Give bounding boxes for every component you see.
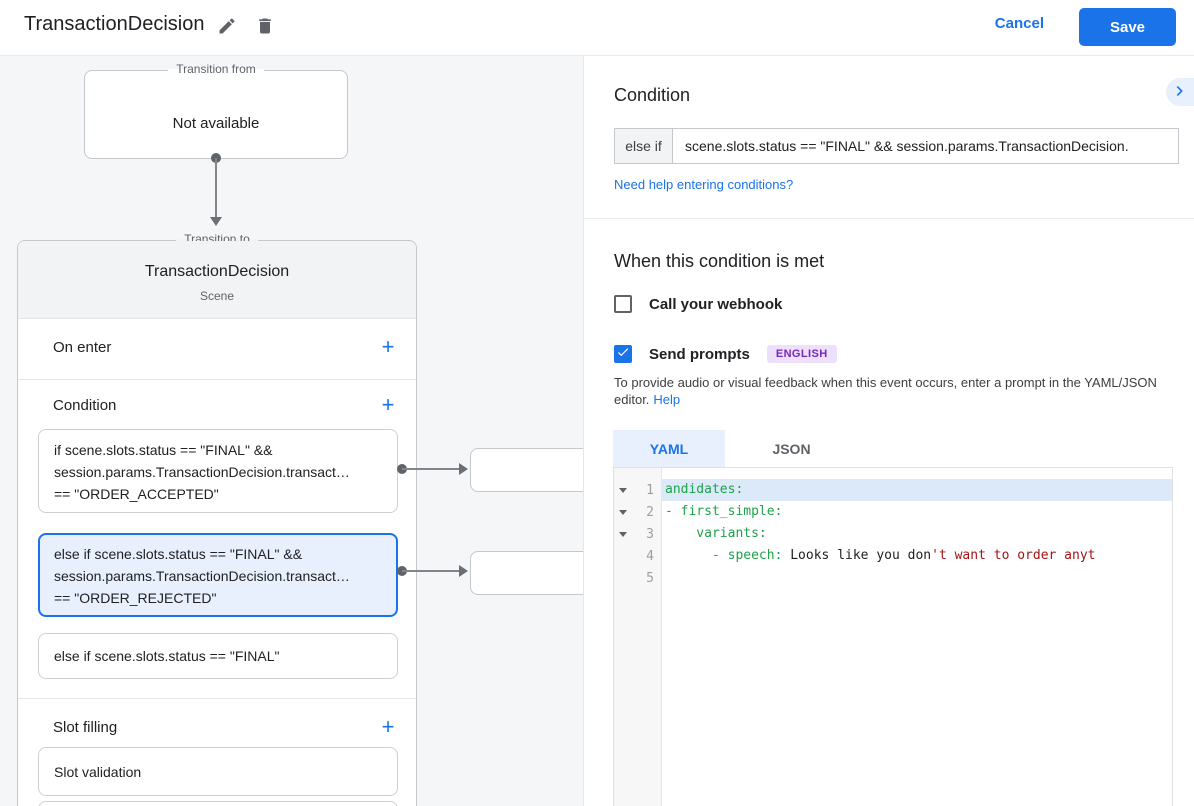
transition-from-legend: Transition from — [168, 62, 264, 76]
connector-line — [402, 570, 460, 572]
collapse-panel-button[interactable] — [1166, 78, 1194, 106]
condition-text: session.params.TransactionDecision.trans… — [54, 464, 350, 480]
help-link[interactable]: Help — [653, 392, 681, 407]
on-enter-label: On enter — [53, 339, 112, 356]
when-condition-heading: When this condition is met — [614, 251, 825, 271]
connector-line — [215, 158, 217, 218]
condition-text: == "ORDER_ACCEPTED" — [54, 486, 219, 502]
condition-text: else if scene.slots.status == "FINAL" && — [54, 546, 303, 562]
transition-target-box[interactable] — [470, 551, 583, 595]
plus-icon: + — [381, 334, 395, 359]
save-button[interactable]: Save — [1079, 8, 1176, 46]
gutter-row: 4 — [614, 545, 661, 567]
webhook-row: Call your webhook — [614, 295, 782, 313]
transition-to-card: Transition to TransactionDecision Scene … — [17, 232, 417, 806]
add-slot-button[interactable]: + — [376, 715, 400, 739]
fold-arrow-icon[interactable] — [619, 531, 627, 537]
line-number: 2 — [646, 504, 654, 520]
condition-prefix-label: else if — [614, 128, 673, 164]
divider — [18, 698, 416, 699]
trash-icon — [255, 16, 275, 39]
code-line: - speech: Looks like you don't want to o… — [662, 545, 1172, 567]
condition-text: == "ORDER_REJECTED" — [54, 590, 217, 606]
code-segment: 't want to order anyt — [931, 548, 1096, 563]
fold-arrow-icon[interactable] — [619, 487, 627, 493]
transition-target-box[interactable] — [470, 448, 583, 492]
prompt-note-text: To provide audio or visual feedback when… — [614, 375, 1157, 407]
condition-expression-input[interactable] — [673, 128, 1179, 164]
gutter-row: 3 — [614, 523, 661, 545]
condition-item-accepted[interactable]: if scene.slots.status == "FINAL" && sess… — [38, 429, 398, 513]
condition-text: else if scene.slots.status == "FINAL" — [54, 648, 280, 664]
top-bar: TransactionDecision Cancel Save — [0, 0, 1194, 56]
line-number: 3 — [646, 526, 654, 542]
condition-item-final[interactable]: else if scene.slots.status == "FINAL" — [38, 633, 398, 679]
condition-expression-row: else if — [614, 128, 1179, 164]
condition-label: Condition — [53, 397, 117, 414]
gutter-row: 1 — [614, 479, 661, 501]
cancel-button[interactable]: Cancel — [994, 15, 1044, 32]
send-prompts-checkbox[interactable] — [614, 345, 632, 363]
arrow-right-icon — [459, 463, 468, 475]
webhook-checkbox[interactable] — [614, 295, 632, 313]
editor-gutter: 1 2 3 4 5 — [614, 468, 662, 806]
condition-help-link[interactable]: Need help entering conditions? — [614, 177, 794, 192]
divider — [584, 218, 1194, 219]
webhook-label: Call your webhook — [649, 295, 783, 313]
tab-json[interactable]: JSON — [725, 430, 858, 467]
connector-line — [402, 468, 460, 470]
slot-item-partial[interactable] — [38, 801, 398, 806]
code-line — [662, 567, 1172, 589]
plus-icon: + — [381, 714, 395, 739]
language-badge: ENGLISH — [766, 345, 837, 363]
flow-canvas: Transition from Not available Transition… — [0, 56, 583, 806]
line-number: 4 — [646, 548, 654, 564]
transition-from-box: Transition from Not available — [84, 62, 348, 159]
code-segment: - first_simple: — [665, 504, 783, 519]
gutter-row: 5 — [614, 567, 661, 589]
code-line: variants: — [662, 523, 1172, 545]
delete-button[interactable] — [252, 14, 278, 40]
code-segment: andidates: — [665, 482, 744, 497]
add-on-enter-button[interactable]: + — [376, 335, 400, 359]
tab-yaml[interactable]: YAML — [613, 430, 725, 467]
scene-header: TransactionDecision Scene — [18, 241, 416, 319]
gutter-row: 2 — [614, 501, 661, 523]
edit-button[interactable] — [214, 14, 240, 40]
prompt-note: To provide audio or visual feedback when… — [614, 374, 1174, 408]
condition-text: if scene.slots.status == "FINAL" && — [54, 442, 273, 458]
code-segment: variants: — [665, 526, 767, 541]
add-condition-button[interactable]: + — [376, 393, 400, 417]
code-line: - first_simple: — [662, 501, 1172, 523]
slot-filling-label: Slot filling — [53, 719, 118, 736]
page-title: TransactionDecision — [24, 13, 205, 35]
transition-from-value: Not available — [172, 115, 260, 132]
scene-title: TransactionDecision — [144, 263, 290, 280]
editor-code-area[interactable]: andidates: - first_simple: variants: - s… — [662, 468, 1172, 806]
send-prompts-row: Send prompts ENGLISH — [614, 345, 837, 363]
code-line: andidates: — [662, 479, 1172, 501]
yaml-editor[interactable]: 1 2 3 4 5 andidates: - first_simple: — [613, 467, 1173, 806]
arrow-down-icon — [210, 217, 222, 226]
divider — [18, 379, 416, 380]
plus-icon: + — [381, 392, 395, 417]
code-segment: Looks like you don — [782, 548, 932, 563]
scene-subtitle: Scene — [199, 289, 235, 303]
arrow-right-icon — [459, 565, 468, 577]
send-prompts-label: Send prompts — [649, 345, 750, 363]
checkmark-icon — [616, 345, 630, 364]
slot-validation-item[interactable]: Slot validation — [38, 747, 398, 796]
line-number: 1 — [646, 482, 654, 498]
fold-arrow-icon[interactable] — [619, 509, 627, 515]
pencil-icon — [217, 16, 237, 39]
code-segment: - speech: — [665, 548, 783, 563]
condition-text: session.params.TransactionDecision.trans… — [54, 568, 350, 584]
condition-heading: Condition — [614, 85, 691, 105]
chevron-right-icon — [1170, 81, 1190, 104]
slot-text: Slot validation — [54, 763, 142, 780]
condition-item-rejected[interactable]: else if scene.slots.status == "FINAL" &&… — [38, 533, 398, 617]
condition-panel: Condition else if Need help entering con… — [583, 56, 1194, 806]
line-number: 5 — [646, 570, 654, 586]
